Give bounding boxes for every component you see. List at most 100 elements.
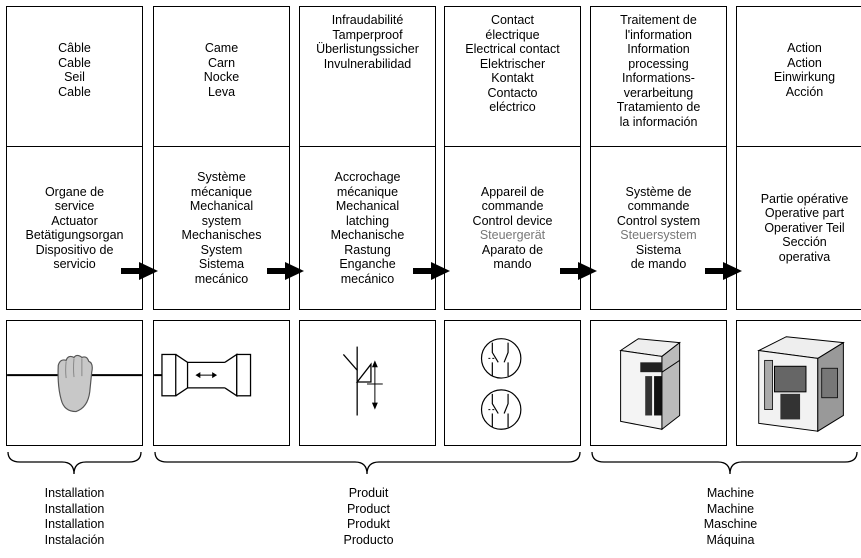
group-line: Machine [706,486,755,500]
term-line: Information [627,42,690,56]
term-line: Betätigungsorgan [25,228,124,242]
term-line: Control device [472,213,553,228]
group-line: Máquina [706,532,755,547]
term-line: Electrical contact [465,42,560,56]
term-line: Traitement de [620,13,697,27]
term-line: Leva [207,84,236,99]
actuator-terms: Organe de service Actuator Betätigungsor… [7,146,142,309]
term-line: processing [628,56,689,71]
term-line: Seil [64,70,85,84]
cable-terms: Câble Cable Seil Cable [7,7,142,146]
term-line: latching [345,213,390,228]
term-line: Sistema [198,257,245,271]
action-terms: Action Action Einwirkung Acción [737,7,861,146]
group-line: Product [346,501,391,516]
column-tamperproof: Infraudabilité Tamperproof Überlistungss… [299,6,436,310]
column-information-processing: Traitement de l'information Information … [590,6,727,310]
group-line: Producto [343,532,394,547]
term-line: Tamperproof [332,27,403,42]
term-line: Elektrischer [479,56,546,71]
flow-arrow-icon [705,262,742,280]
electrical-contact-terms: Contact électrique Electrical contact El… [445,7,580,146]
group-line: Installation [44,486,105,500]
term-line: Mechanisches [181,228,262,242]
term-line: Carn [207,55,236,70]
term-line: Rastung [344,242,391,257]
term-line: commande [481,199,544,213]
term-line: Mechanical [189,199,254,213]
term-line: Sistema [635,242,682,257]
term-line: Kontakt [491,71,534,85]
term-line: mando [493,257,532,271]
contact-symbols-icon [480,338,522,430]
group-line: Maschine [703,517,758,531]
column-action: Action Action Einwirkung Acción Partie o… [736,6,861,310]
cam-picture [153,320,290,446]
term-line: Cable [58,55,91,70]
term-line: Dispositivo de [35,242,114,257]
group-installation: Installation Installation Installation I… [6,486,143,548]
flow-arrow-icon [560,262,597,280]
term-line: la información [619,114,698,129]
column-cam: Came Carn Nocke Leva Système mécanique M… [153,6,290,310]
flow-arrow-icon [267,262,304,280]
term-line: mécanique [190,184,253,199]
flow-arrow-icon [121,262,158,280]
brace-product [154,451,581,475]
mechanical-system-terms: Système mécanique Mechanical system Mech… [154,146,289,309]
term-line: Câble [58,41,91,55]
latching-symbol-icon [342,346,383,416]
term-line: Organe de [44,184,105,199]
latching-picture [299,320,436,446]
group-product: Produit Product Produkt Producto [300,486,437,548]
term-line: Action [787,55,822,70]
cam-terms: Came Carn Nocke Leva [154,7,289,146]
machine-tool-icon [757,336,845,433]
term-line: Informations- [622,71,695,85]
term-line: Operative part [764,206,845,221]
cam-mechanism-icon [154,353,252,397]
term-line: Invulnerabilidad [323,56,412,71]
control-device-terms: Appareil de commande Control device Steu… [445,146,580,309]
term-line: de mando [630,257,687,271]
brace-installation [7,451,142,475]
term-line: Mechanical [335,199,400,213]
term-line-grey: Steuersystem [620,228,697,242]
term-line: Came [204,41,239,55]
term-line: Tratamiento de [616,100,701,114]
term-line: Enganche [339,257,396,271]
term-line: mecánico [340,271,395,286]
relay-picture [590,320,727,446]
column-electrical-contact: Contact électrique Electrical contact El… [444,6,581,310]
term-line: Action [787,41,822,55]
term-line: Überlistungssicher [316,42,419,56]
term-line-grey: Steuergerät [479,228,546,242]
group-machine: Machine Machine Maschine Máquina [662,486,799,548]
term-line: Cable [58,84,91,99]
term-line: Einwirkung [773,70,836,84]
flow-arrow-icon [413,262,450,280]
machine-picture [736,320,861,446]
term-line: mecánico [194,271,249,286]
term-line: l'information [624,27,692,42]
term-line: Système de [625,184,692,199]
term-line: commande [627,199,690,213]
term-line: Système [197,170,246,184]
control-system-terms: Système de commande Control system Steue… [591,146,726,309]
term-line: électrique [485,27,540,42]
group-line: Produkt [346,517,391,531]
term-line: Contact [490,13,535,27]
term-line: Appareil de [480,184,545,199]
term-line: Infraudabilité [331,13,404,27]
cable-pull-picture [6,320,143,446]
term-line: Partie opérative [760,191,849,206]
term-line: Nocke [203,70,240,84]
term-line: service [54,199,95,213]
group-line: Installation [44,517,105,531]
term-line: operativa [778,249,831,264]
contact-picture [444,320,581,446]
term-line: Actuator [51,213,98,228]
term-line: Mechanische [330,228,405,242]
group-line: Installation [44,501,105,516]
term-line: servicio [53,257,96,271]
